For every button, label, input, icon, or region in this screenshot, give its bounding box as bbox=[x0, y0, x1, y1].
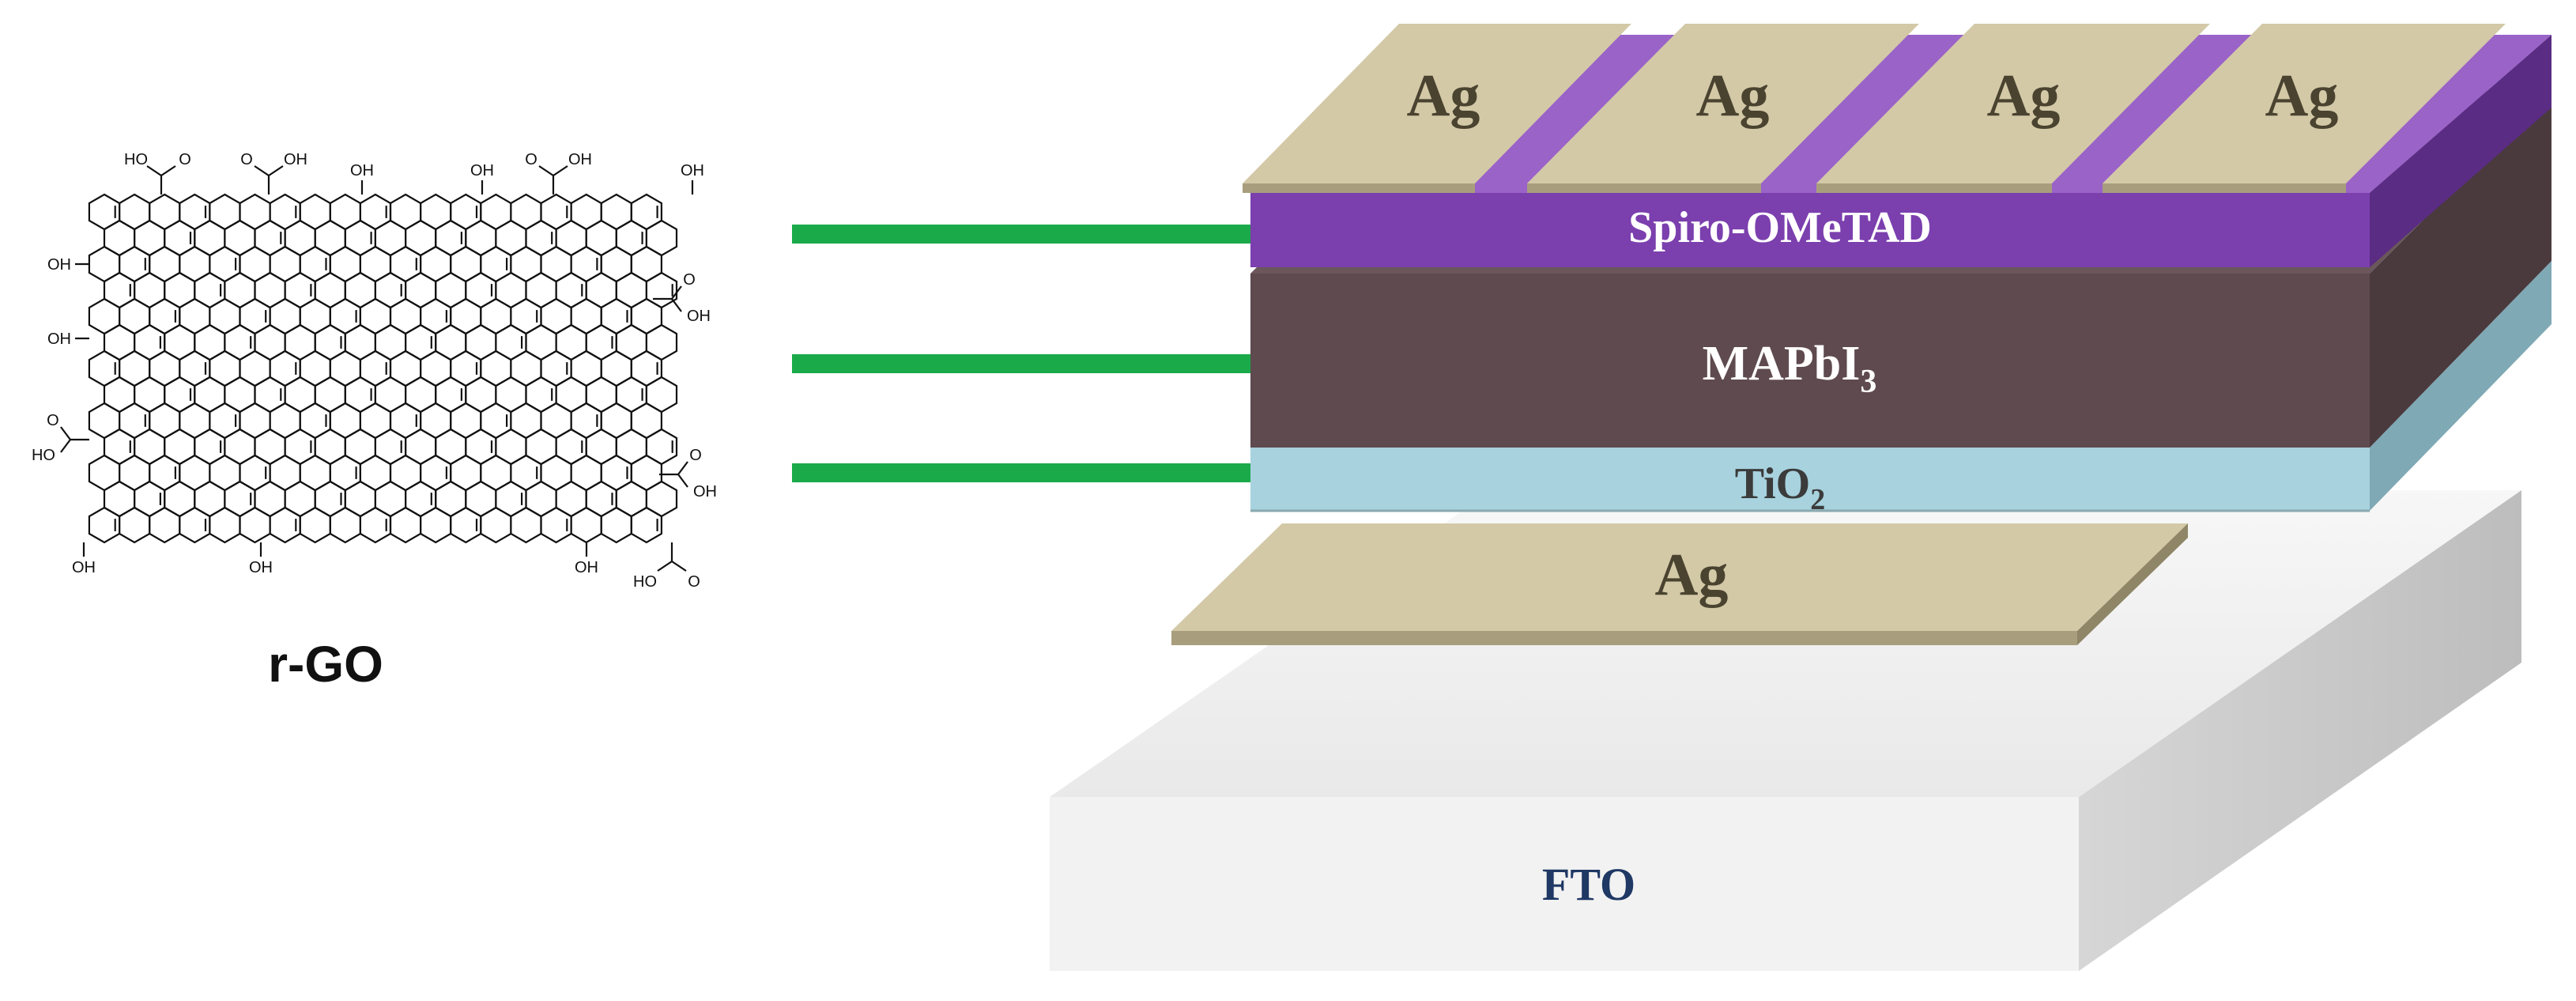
bond bbox=[657, 561, 673, 572]
rgo-label: r-GO bbox=[268, 636, 383, 693]
fto-label: FTO bbox=[1542, 859, 1635, 910]
bond bbox=[254, 165, 270, 176]
carboxyl-ho-label: HO bbox=[124, 151, 148, 168]
hex-ring bbox=[389, 506, 422, 544]
hydroxyl-label: OH bbox=[575, 559, 598, 576]
top-ag-label-4: Ag bbox=[2265, 62, 2339, 129]
hydroxyl-label: OH bbox=[72, 559, 96, 576]
top-ag-label-2: Ag bbox=[1696, 62, 1770, 129]
bond bbox=[671, 298, 682, 312]
top-ag-label-1: Ag bbox=[1407, 62, 1480, 129]
fto-front-face bbox=[1050, 797, 2079, 971]
hydroxyl-label: OH bbox=[350, 162, 374, 179]
hex-ring bbox=[149, 506, 181, 544]
hex-ring bbox=[239, 506, 271, 544]
hex-ring bbox=[510, 506, 542, 544]
bond bbox=[553, 165, 568, 176]
top-ag-electrode-1: Ag bbox=[1243, 24, 1631, 193]
carboxyl-ho-label: HO bbox=[633, 573, 657, 591]
carbonyl-o-label: O bbox=[179, 151, 191, 168]
carboxyl-oh-label: OH bbox=[568, 151, 592, 168]
bond bbox=[677, 474, 688, 488]
hex-ring bbox=[480, 506, 512, 544]
bottom-ag-electrode: Ag bbox=[1171, 523, 2188, 645]
graphene-lattice bbox=[88, 193, 678, 544]
bond bbox=[677, 461, 688, 475]
bottom-ag-label: Ag bbox=[1655, 542, 1729, 608]
tio2-label: TiO2 bbox=[1735, 459, 1825, 516]
spiro-label: Spiro-OMeTAD bbox=[1628, 203, 1932, 252]
fto-side-face bbox=[2079, 490, 2521, 971]
carbonyl-o-label: O bbox=[47, 412, 59, 429]
hex-ring bbox=[209, 506, 241, 544]
carbonyl-o-label: O bbox=[688, 573, 700, 591]
hydroxyl-label: OH bbox=[47, 256, 71, 274]
hydroxyl-label: OH bbox=[47, 331, 71, 348]
top-ag-electrode-3: Ag bbox=[1816, 24, 2210, 193]
bond bbox=[538, 165, 554, 176]
top-ag-electrode-4: Ag bbox=[2103, 24, 2506, 193]
carboxyl-oh-label: OH bbox=[693, 483, 717, 500]
hydroxyl-label: OH bbox=[681, 162, 704, 179]
bond bbox=[160, 165, 176, 176]
top-ag-electrodes: Ag Ag Ag Ag bbox=[1243, 24, 2506, 193]
hydroxyl-label: OH bbox=[249, 559, 273, 576]
carboxyl-ho-label: HO bbox=[32, 447, 55, 464]
carbonyl-o-label: O bbox=[683, 271, 696, 289]
top-ag-label-3: Ag bbox=[1987, 62, 2061, 129]
hydroxyl-label: OH bbox=[470, 162, 494, 179]
hex-ring bbox=[299, 506, 331, 544]
bond bbox=[671, 561, 687, 572]
hex-ring bbox=[329, 506, 361, 544]
bond bbox=[671, 285, 682, 300]
carbonyl-o-label: O bbox=[240, 151, 253, 168]
carboxyl-oh-label: OH bbox=[284, 151, 307, 168]
bond bbox=[60, 426, 71, 440]
mapbi3-label: MAPbI3 bbox=[1703, 337, 1877, 400]
hex-ring bbox=[419, 506, 452, 544]
carbonyl-o-label: O bbox=[525, 151, 537, 168]
hex-ring bbox=[630, 506, 663, 544]
top-ag-electrode-2: Ag bbox=[1527, 24, 1919, 193]
carboxyl-oh-label: OH bbox=[687, 308, 711, 325]
bond bbox=[146, 165, 162, 176]
bond bbox=[60, 439, 71, 453]
hex-ring bbox=[600, 506, 632, 544]
hex-ring bbox=[570, 506, 602, 544]
bond bbox=[268, 165, 284, 176]
hex-ring bbox=[119, 506, 151, 544]
carbonyl-o-label: O bbox=[689, 447, 702, 464]
